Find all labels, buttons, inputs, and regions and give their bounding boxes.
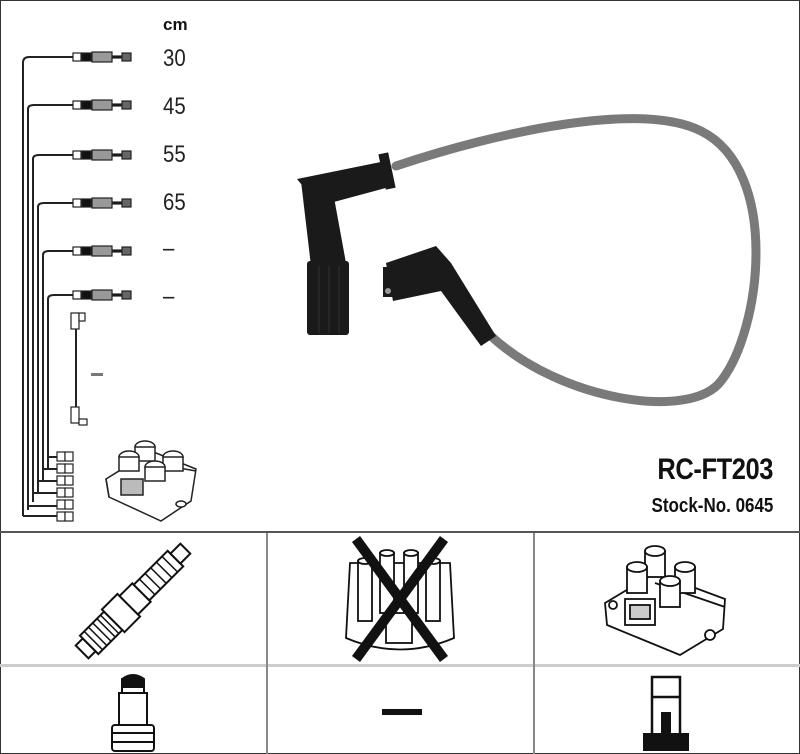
ignition-coil-small-icon (105, 440, 197, 522)
stock-number: Stock-No. 0645 (651, 495, 773, 517)
cable-length-3: 55 (163, 141, 186, 168)
part-number-title: RC-FT203 (657, 453, 773, 486)
coil-terminal-icon (643, 675, 689, 751)
cable-length-1: 30 (163, 45, 186, 72)
table-row-divider (0, 664, 800, 667)
table-col-divider-2 (533, 533, 535, 754)
spark-plug-boot (297, 152, 396, 335)
not-applicable-cross-icon (351, 536, 449, 662)
length-unit-label: cm (163, 15, 188, 34)
distributor-cap-crossed-icon (345, 536, 455, 662)
cell-ignition-coil (535, 533, 800, 664)
cell-distributor-cap (268, 533, 533, 664)
cell-spark-plug (0, 533, 266, 664)
cell-none (268, 667, 533, 754)
cable-length-5: – (163, 235, 175, 262)
table-top-border (0, 531, 800, 533)
coil-lead-dash (91, 373, 103, 376)
distributor-boot (383, 246, 496, 346)
spark-plug-icon (74, 542, 192, 660)
cable-length-4: 65 (163, 189, 186, 216)
ignition-coil-icon (604, 545, 726, 657)
cable-wire (391, 114, 761, 407)
cell-coil-terminal (535, 667, 800, 754)
product-diagram-panel: cm 30 45 55 65 – – RC-FT203 Stock-No. 06… (1, 1, 799, 531)
cell-plug-connector (0, 667, 266, 754)
cable-length-2: 45 (163, 93, 186, 120)
cable-set-schematic (22, 51, 197, 522)
terminal-connectors (56, 51, 132, 522)
cable-length-6: – (163, 283, 175, 310)
plug-connector-icon (111, 674, 155, 752)
table-col-divider-1 (266, 533, 268, 754)
dash-icon (382, 709, 422, 715)
